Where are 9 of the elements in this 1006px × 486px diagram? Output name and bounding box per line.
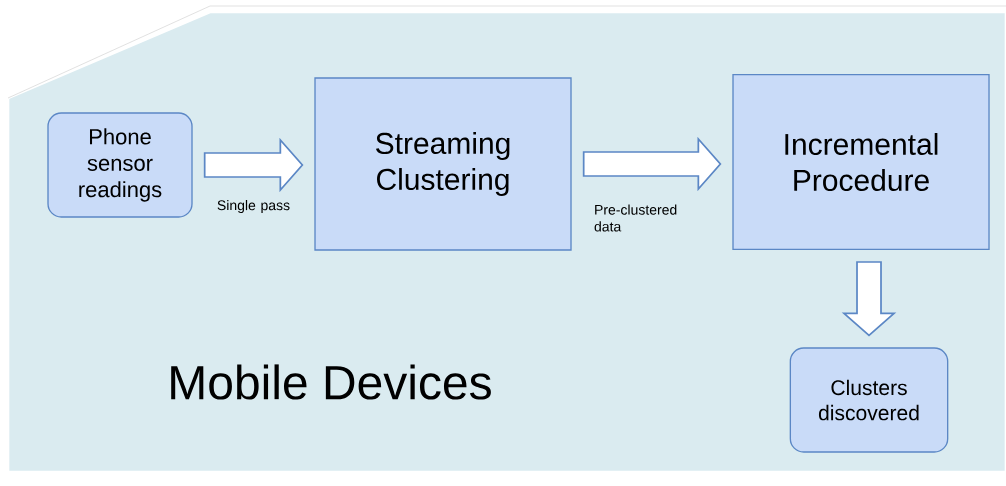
block-arrow xyxy=(841,261,897,337)
block-arrow xyxy=(582,136,722,192)
edge-label: Single pass xyxy=(217,200,290,214)
process-box: Streaming Clustering xyxy=(314,77,572,251)
rounded-box: Clusters discovered xyxy=(789,347,949,453)
edge-label: Pre-clustered data xyxy=(594,204,677,232)
rounded-box: Phone sensor readings xyxy=(47,112,193,218)
block-arrow xyxy=(203,137,304,193)
process-box: Incremental Procedure xyxy=(732,74,990,250)
